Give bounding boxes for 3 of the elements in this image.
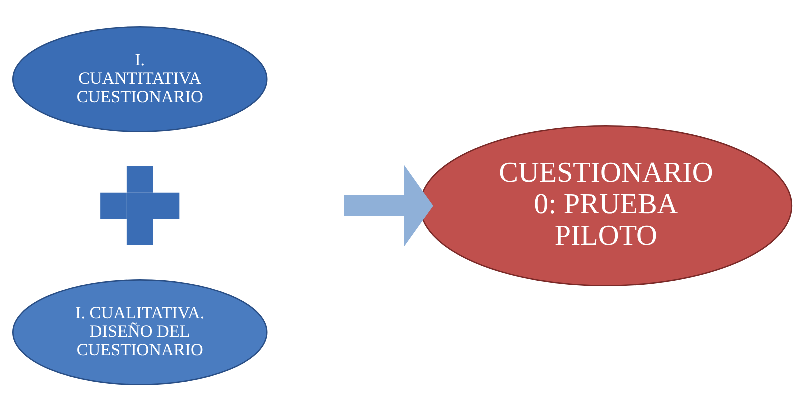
arrow <box>344 164 434 248</box>
node-ellipse: I. CUANTITATIVA CUESTIONARIO <box>12 26 268 132</box>
node-ellipse: I. CUALITATIVA. DISEÑO DEL CUESTIONARIO <box>12 280 268 386</box>
